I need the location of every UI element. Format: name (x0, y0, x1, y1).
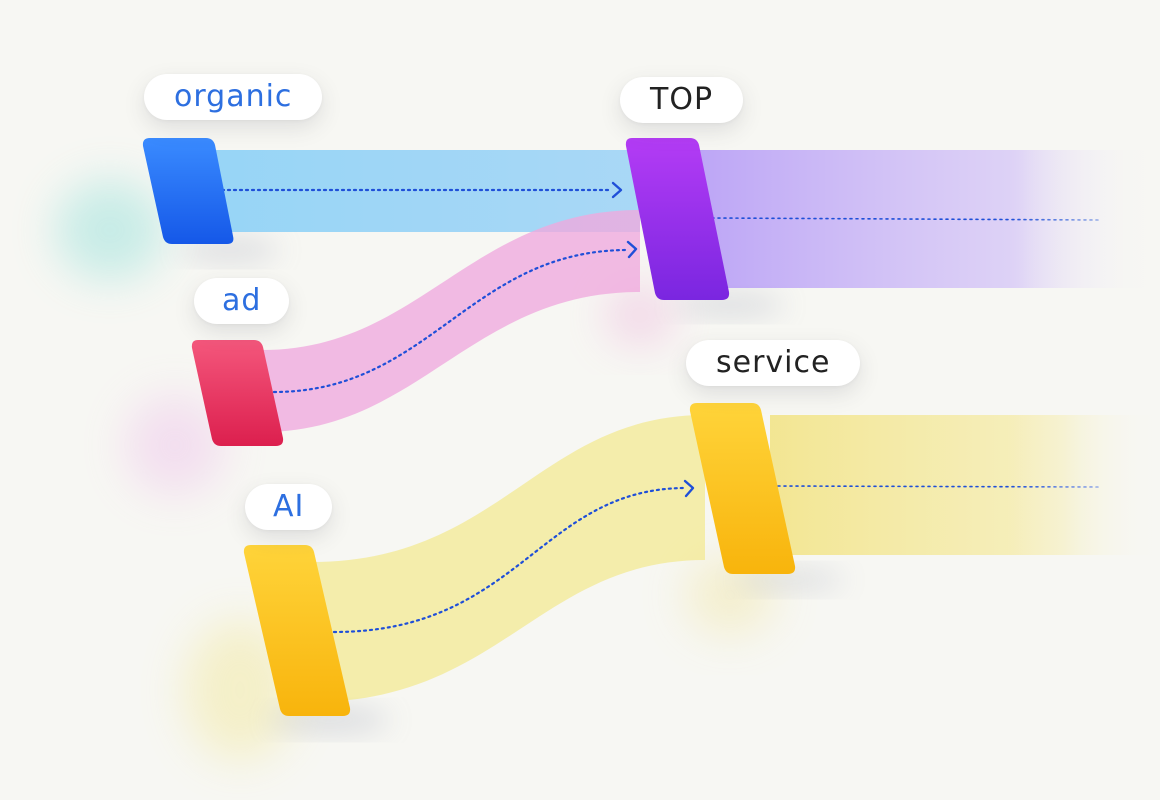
arrow-service-out (777, 485, 1101, 488)
node-top (625, 138, 730, 300)
flow-arrows (220, 188, 1101, 634)
link-organic-top (205, 150, 640, 232)
arrow-ai-service (332, 486, 688, 634)
arrowhead-ad (626, 240, 638, 259)
node-organic (142, 138, 234, 244)
label-ad: ad (194, 278, 290, 324)
arrowhead-organic (611, 181, 623, 199)
link-ai-service (312, 415, 705, 702)
label-organic: organic (144, 74, 323, 120)
arrowheads (611, 181, 695, 498)
arrow-ad-top (272, 248, 630, 394)
link-service-out (770, 415, 1160, 555)
label-service: service (686, 340, 861, 386)
label-ai: AI (245, 484, 333, 530)
node-service (689, 403, 796, 574)
label-top: TOP (620, 77, 744, 123)
arrowhead-ai (683, 479, 695, 498)
node-ad (191, 340, 284, 446)
node-ai (243, 545, 351, 716)
